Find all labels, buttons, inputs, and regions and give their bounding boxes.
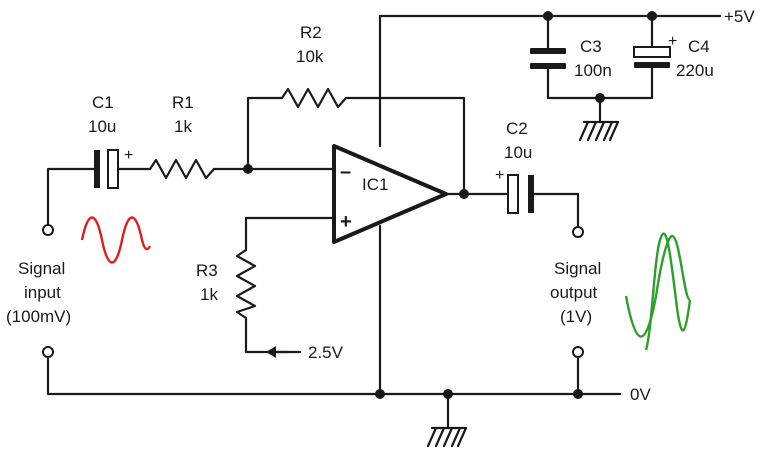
output-sine-wave-icon — [624, 234, 692, 338]
input-wire — [46, 167, 96, 226]
c4-capacitor — [633, 46, 671, 68]
r1-resistor — [148, 158, 216, 180]
signal-input-label-line1: Signal — [18, 259, 65, 278]
c3-label: C3 — [580, 37, 602, 56]
output-sine-wave-tail — [644, 232, 692, 351]
feedback-left-wire — [246, 96, 284, 171]
r1-value: 1k — [174, 117, 192, 136]
c1-capacitor — [94, 149, 119, 189]
r1-label: R1 — [172, 93, 194, 112]
signal-output-label-line1: Signal — [554, 259, 601, 278]
c2-capacitor — [507, 174, 534, 214]
bias-arrow — [266, 346, 302, 358]
c2-label: C2 — [506, 119, 528, 138]
bias-voltage-label: 2.5V — [308, 343, 344, 362]
input-sine-wave-icon — [80, 216, 152, 264]
ground-symbol-main — [426, 426, 468, 448]
r3-value: 1k — [200, 285, 218, 304]
ground-rail-wire — [46, 356, 622, 396]
terminals — [42, 224, 584, 358]
input-terminal-top — [42, 224, 54, 236]
c4-polarity: + — [668, 33, 677, 50]
r2-value: 10k — [296, 47, 324, 66]
input-terminal-bottom — [42, 346, 54, 358]
ground-symbol-decoupling — [578, 120, 620, 142]
c3-value: 100n — [574, 61, 612, 80]
ic1-label: IC1 — [362, 175, 388, 194]
signal-input-label-line3: (100mV) — [6, 307, 71, 326]
r3-label: R3 — [196, 261, 218, 280]
c1-label: C1 — [92, 93, 114, 112]
r3-resistor — [235, 248, 257, 320]
ic1-noninverting-sign: + — [340, 211, 352, 233]
c4-label: C4 — [688, 37, 710, 56]
output-terminal-wire — [532, 192, 580, 228]
output-terminal-top — [572, 226, 584, 238]
output-terminal-bottom — [572, 346, 584, 358]
signal-input-label-line2: input — [24, 283, 61, 302]
ic1-opamp-triangle — [332, 144, 448, 244]
c1-polarity: + — [124, 147, 133, 164]
r3-bias-wire — [244, 316, 290, 354]
noninverting-wire — [244, 216, 336, 252]
ic1-inverting-sign: – — [340, 161, 351, 183]
signal-output-label-line2: output — [550, 283, 598, 302]
feedback-right-wire — [344, 96, 466, 196]
signal-output-label-line3: (1V) — [560, 307, 592, 326]
r2-label: R2 — [300, 23, 322, 42]
c4-value: 220u — [676, 61, 714, 80]
c3-capacitor — [530, 48, 566, 69]
c2-polarity: + — [495, 167, 504, 184]
supply-rail-label: +5V — [724, 7, 755, 26]
c2-value: 10u — [504, 143, 532, 162]
junctions — [243, 11, 657, 399]
ground-rail-label: 0V — [630, 385, 651, 404]
c1-value: 10u — [88, 117, 116, 136]
r2-resistor — [280, 87, 348, 109]
